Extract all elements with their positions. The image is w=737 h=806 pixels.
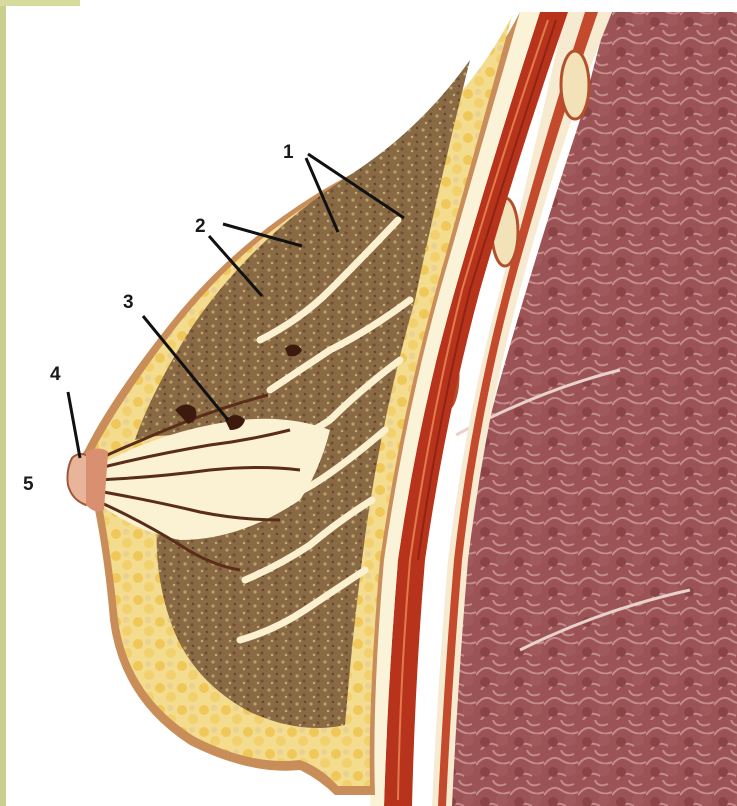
label-2: 2 (195, 216, 206, 237)
rib-section (561, 51, 589, 119)
leader-line-4 (68, 392, 80, 458)
label-5: 5 (23, 474, 34, 495)
label-1: 1 (283, 142, 294, 163)
label-4: 4 (50, 364, 61, 385)
label-3: 3 (123, 292, 134, 313)
